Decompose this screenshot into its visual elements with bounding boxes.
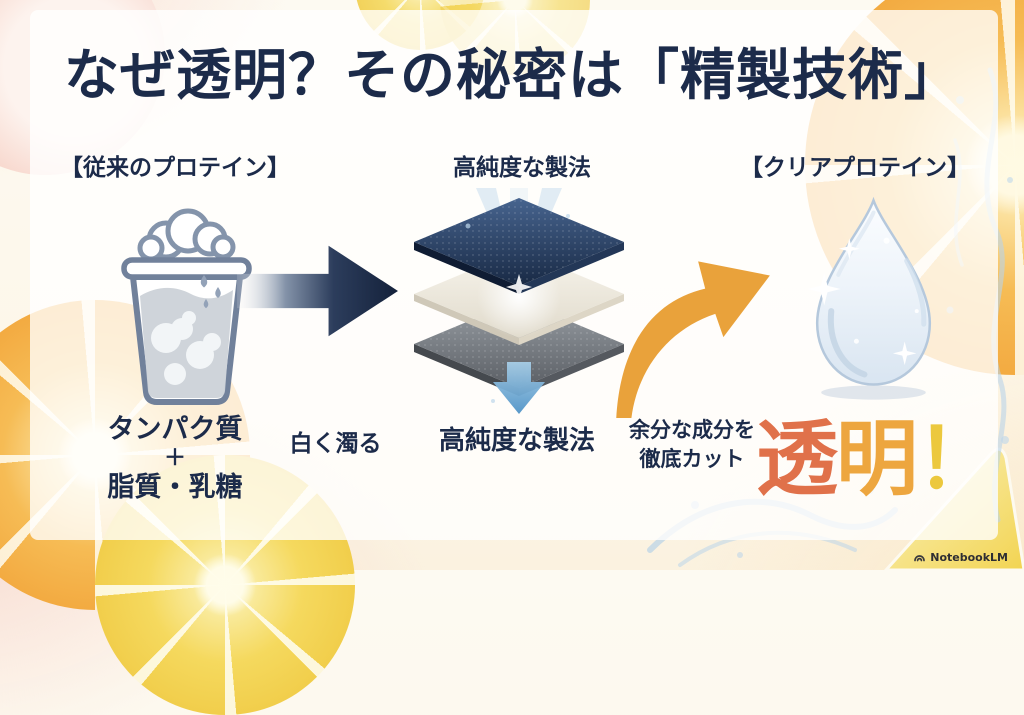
cloudy-note-label: 白く濁る bbox=[289, 431, 382, 457]
notebooklm-badge: NotebookLM bbox=[913, 551, 1008, 564]
process-method-label: 高純度な製法 bbox=[438, 426, 595, 456]
result-char-3: ！ bbox=[916, 412, 998, 507]
slide-title: なぜ透明？その秘密は「精製技術」 bbox=[63, 43, 960, 107]
ingredient-protein: タンパク質 bbox=[107, 414, 243, 445]
cut-components-line1: 余分な成分を bbox=[629, 418, 755, 442]
column-header-after: 【クリアプロテイン】 bbox=[740, 155, 970, 181]
notebooklm-logo-icon bbox=[914, 555, 926, 562]
curved-arrow-icon bbox=[616, 261, 770, 418]
notebooklm-label: NotebookLM bbox=[930, 551, 1008, 564]
cut-components-label: 余分な成分を 徹底カット bbox=[608, 416, 776, 475]
column-header-process: 高純度な製法 bbox=[453, 155, 591, 181]
before-ingredients-label: タンパク質 ＋ 脂質・乳糖 bbox=[55, 414, 295, 504]
transparent-result-label: 透明！ bbox=[748, 392, 1004, 511]
filter-stack-icon bbox=[414, 188, 624, 414]
plus-sign: ＋ bbox=[163, 445, 186, 471]
result-char-2: 明 bbox=[835, 412, 918, 507]
column-header-before: 【従来のプロテイン】 bbox=[60, 155, 290, 181]
ingredient-fat-lactose: 脂質・乳糖 bbox=[107, 471, 243, 503]
block-arrow-right-icon bbox=[237, 245, 398, 337]
result-char-1: 透 bbox=[755, 412, 838, 507]
slide-content: なぜ透明？その秘密は「精製技術」 【従来のプロテイン】 高純度な製法 【クリアプ… bbox=[55, 43, 1008, 564]
water-drop-icon bbox=[807, 196, 932, 400]
cloudy-protein-cup-icon bbox=[121, 208, 252, 405]
cut-components-line2: 徹底カット bbox=[639, 447, 745, 472]
